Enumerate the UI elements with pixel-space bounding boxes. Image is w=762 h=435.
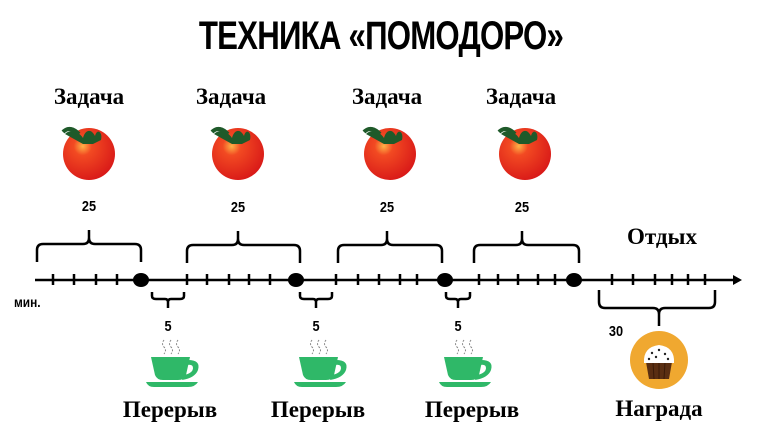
unit-label: мин.: [14, 294, 41, 310]
break-duration: 5: [312, 318, 320, 335]
tomato-icon: [362, 126, 418, 182]
task-label: Задача: [53, 84, 125, 109]
coffee-cup-icon: [438, 339, 493, 388]
coffee-cup-icon: [293, 339, 348, 388]
task-braces: [35, 230, 581, 263]
rest-duration: 30: [608, 323, 624, 340]
break-label: Перерыв: [270, 397, 366, 422]
tomato-icon: [497, 126, 553, 182]
task-duration: 25: [230, 199, 246, 216]
timeline-axis: [35, 274, 742, 285]
task-duration: 25: [514, 199, 530, 216]
task-duration: 25: [81, 198, 97, 215]
task-label: Задача: [195, 84, 267, 109]
break-duration: 5: [164, 318, 172, 335]
tomato-icon: [210, 126, 266, 182]
page-title: ТЕХНИКА «ПОМОДОРО»: [198, 14, 564, 58]
break-duration: 5: [454, 318, 462, 335]
timeline-markers: [133, 273, 582, 287]
task-label: Задача: [485, 84, 557, 109]
break-braces: [150, 290, 717, 326]
task-label: Задача: [351, 84, 423, 109]
cupcake-icon: [630, 331, 688, 389]
break-label: Перерыв: [424, 397, 520, 422]
coffee-cup-icon: [145, 339, 200, 388]
task-duration: 25: [379, 199, 395, 216]
break-label: Перерыв: [122, 397, 218, 422]
reward-label: Награда: [615, 396, 703, 421]
tomato-icon: [61, 126, 117, 182]
rest-label: Отдых: [627, 224, 697, 249]
